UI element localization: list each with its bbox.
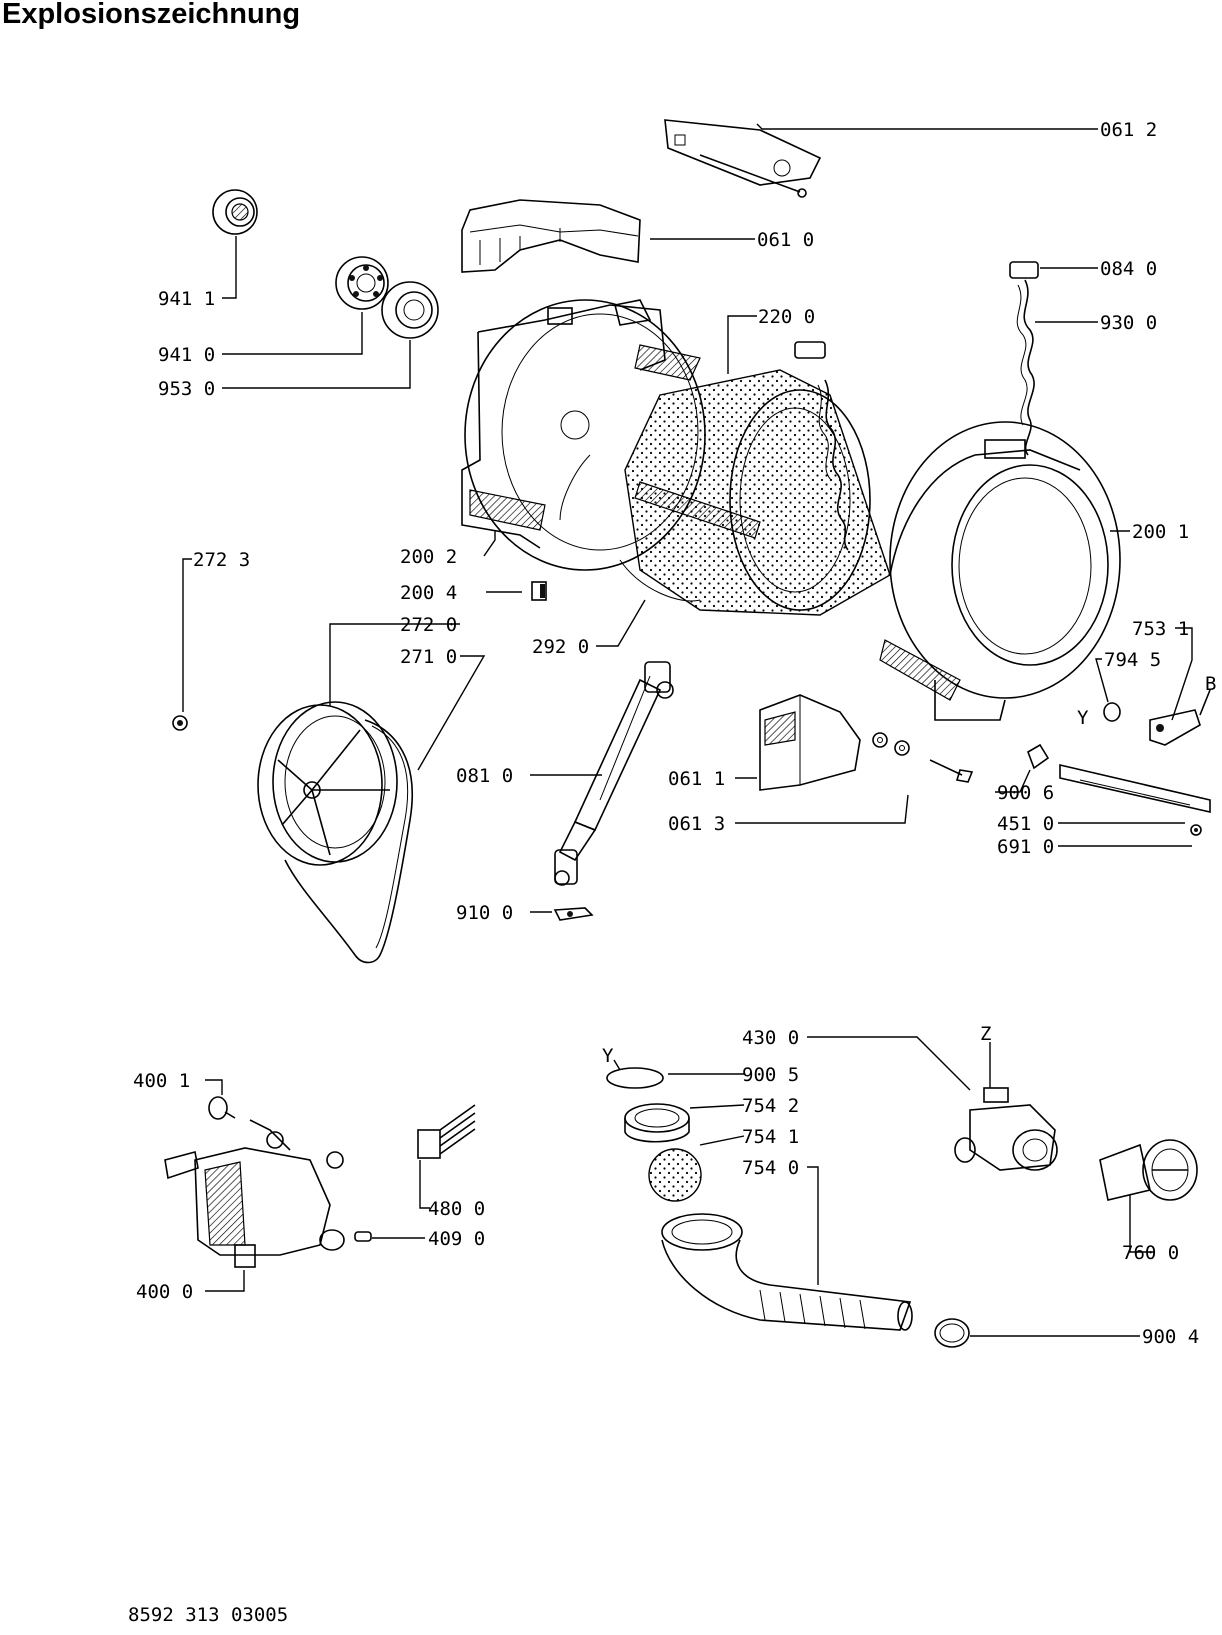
pulley-part-2720 — [257, 701, 398, 866]
clamp-part-9004 — [934, 1318, 970, 1348]
label-0840: 084 0 — [1100, 258, 1157, 280]
connector-part-4800 — [417, 1104, 476, 1159]
label-2710: 271 0 — [400, 646, 457, 668]
seal-part-9530 — [381, 281, 439, 339]
belt-part-2710 — [284, 719, 414, 964]
label-7541: 754 1 — [742, 1126, 799, 1148]
plug-part-4001 — [208, 1096, 236, 1120]
label-9005: 900 5 — [742, 1064, 799, 1086]
shock-absorber-part-0810 — [554, 661, 674, 886]
label-2723: 272 3 — [193, 549, 250, 571]
part-labels: 061 2 061 0 941 1 084 0 220 0 930 0 941 … — [133, 119, 1216, 1348]
label-2001: 200 1 — [1132, 521, 1189, 543]
clip-part-2004 — [531, 581, 547, 601]
ring-part-9005 — [606, 1067, 664, 1089]
label-9006: 900 6 — [997, 782, 1054, 804]
weight-part-0611 — [759, 694, 861, 791]
label-4300: 430 0 — [742, 1027, 799, 1049]
label-7542: 754 2 — [742, 1095, 799, 1117]
part-7945 — [1103, 702, 1121, 722]
label-mark-y-top: Y — [1077, 707, 1089, 729]
label-2720: 272 0 — [400, 614, 457, 636]
label-7945: 794 5 — [1104, 649, 1161, 671]
heater-part-4510 — [1059, 763, 1211, 814]
motor-part-4000 — [164, 1119, 345, 1268]
clip-part-9006 — [1027, 743, 1050, 770]
label-9410: 941 0 — [158, 344, 215, 366]
label-6910: 691 0 — [997, 836, 1054, 858]
front-tub-part-2001 — [879, 421, 1121, 721]
label-9004: 900 4 — [1142, 1326, 1199, 1348]
label-0610: 061 0 — [757, 229, 814, 251]
filter-part-7600 — [1099, 1139, 1198, 1201]
nut-part-2723 — [172, 715, 188, 731]
label-4800: 480 0 — [428, 1198, 485, 1220]
rear-tub-part-2002 — [461, 299, 706, 571]
label-7600: 760 0 — [1122, 1242, 1179, 1264]
fasteners-part-0613 — [872, 732, 974, 783]
label-7531: 753 1 — [1132, 618, 1189, 640]
hose-part-7540 — [661, 1213, 913, 1331]
label-0612: 061 2 — [1100, 119, 1157, 141]
label-2920: 292 0 — [532, 636, 589, 658]
page-title: Explosionszeichnung — [2, 0, 301, 30]
label-2004: 200 4 — [400, 582, 457, 604]
leader-lines — [182, 123, 1193, 1337]
label-mark-y-bottom: Y — [602, 1045, 614, 1067]
label-2200: 220 0 — [758, 306, 815, 328]
bracket-part-0612 — [664, 119, 822, 198]
document-number: 8592 313 03005 — [128, 1604, 289, 1626]
label-9411: 941 1 — [158, 288, 215, 310]
part-4090 — [354, 1231, 372, 1242]
screw-part-6910 — [1190, 824, 1202, 836]
label-9300: 930 0 — [1100, 312, 1157, 334]
counterweight-part-0610 — [461, 199, 641, 273]
pressure-switch-part-7531 — [1149, 689, 1211, 746]
ball-part-7541 — [648, 1148, 702, 1202]
pump-part-4300 — [954, 1087, 1058, 1171]
label-mark-b: B — [1205, 673, 1216, 695]
label-4090: 409 0 — [428, 1228, 485, 1250]
label-9530: 953 0 — [158, 378, 215, 400]
label-4001: 400 1 — [133, 1070, 190, 1092]
label-7540: 754 0 — [742, 1157, 799, 1179]
label-0810: 081 0 — [456, 765, 513, 787]
label-2002: 200 2 — [400, 546, 457, 568]
label-mark-z: Z — [980, 1023, 991, 1045]
sleeve-part-7542 — [624, 1103, 690, 1143]
pin-part-9100 — [553, 907, 594, 921]
bearing-part-9410 — [335, 256, 389, 310]
label-9100: 910 0 — [456, 902, 513, 924]
label-0611: 061 1 — [668, 768, 725, 790]
drum-part-2200 — [619, 369, 891, 616]
bearing-part-9411 — [212, 189, 258, 235]
label-4000: 400 0 — [136, 1281, 193, 1303]
spring-part-9300 — [1009, 261, 1039, 456]
spring-part-drum-side — [794, 341, 849, 551]
label-4510: 451 0 — [997, 813, 1054, 835]
label-0613: 061 3 — [668, 813, 725, 835]
